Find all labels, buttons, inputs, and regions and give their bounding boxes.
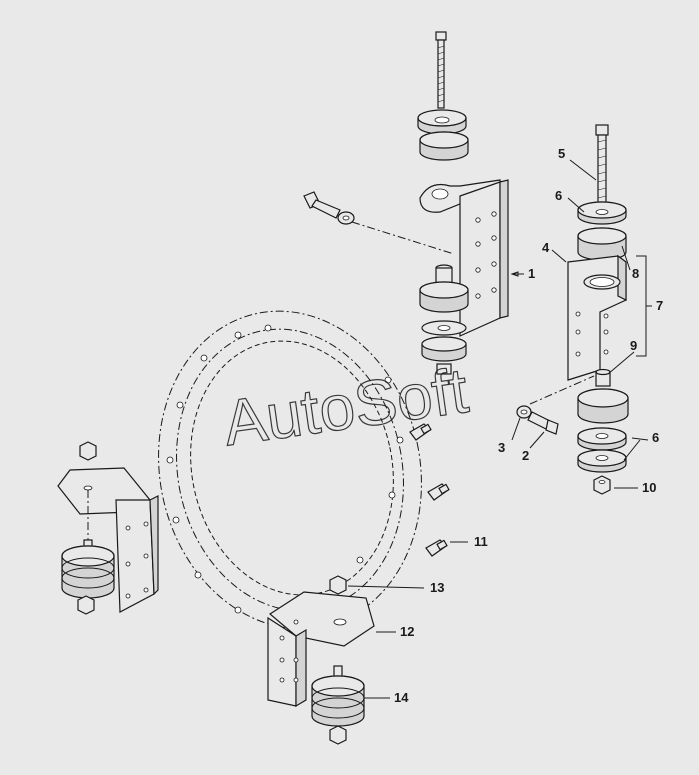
callout-6-upper: 6 <box>555 188 562 203</box>
callout-13: 13 <box>430 580 444 595</box>
front-mount-14 <box>311 665 365 745</box>
callouts: 1 2 3 4 5 6 6 7 8 9 10 11 12 13 14 <box>394 146 663 705</box>
callout-5: 5 <box>558 146 565 161</box>
callout-3: 3 <box>498 440 505 455</box>
upper-rubber-cushion <box>417 109 469 161</box>
callout-1: 1 <box>528 266 535 281</box>
group-bracket-7 <box>636 255 652 357</box>
ring-bolts-11 <box>409 423 450 557</box>
callout-14: 14 <box>394 690 409 705</box>
callout-7: 7 <box>656 298 663 313</box>
upper-mount-bolt <box>435 31 447 109</box>
right-nut-10 <box>593 475 611 495</box>
leader-lines <box>347 159 649 699</box>
right-cushion-8 <box>577 227 627 261</box>
callout-9: 9 <box>630 338 637 353</box>
right-mount-bolt <box>595 124 609 208</box>
bracket-item-1 <box>419 179 509 375</box>
callout-12: 12 <box>400 624 414 639</box>
left-mount <box>61 539 115 615</box>
callout-4: 4 <box>542 240 550 255</box>
bell-housing-ring <box>158 310 422 630</box>
right-washer-6-upper <box>577 201 627 225</box>
front-bracket-12 <box>267 575 375 708</box>
watermark-text: AutoSoft <box>219 354 472 459</box>
left-bracket <box>57 441 159 613</box>
right-bracket-4 <box>567 254 627 381</box>
callout-2: 2 <box>522 448 529 463</box>
callout-10: 10 <box>642 480 656 495</box>
callout-6-lower: 6 <box>652 430 659 445</box>
right-spacer-9 <box>577 368 629 424</box>
right-washer-3-and-bolt-2 <box>516 375 595 435</box>
callout-11: 11 <box>474 534 488 549</box>
cap-screw-upper <box>303 191 455 255</box>
right-washers-6-lower <box>577 427 627 473</box>
callout-8: 8 <box>632 266 639 281</box>
